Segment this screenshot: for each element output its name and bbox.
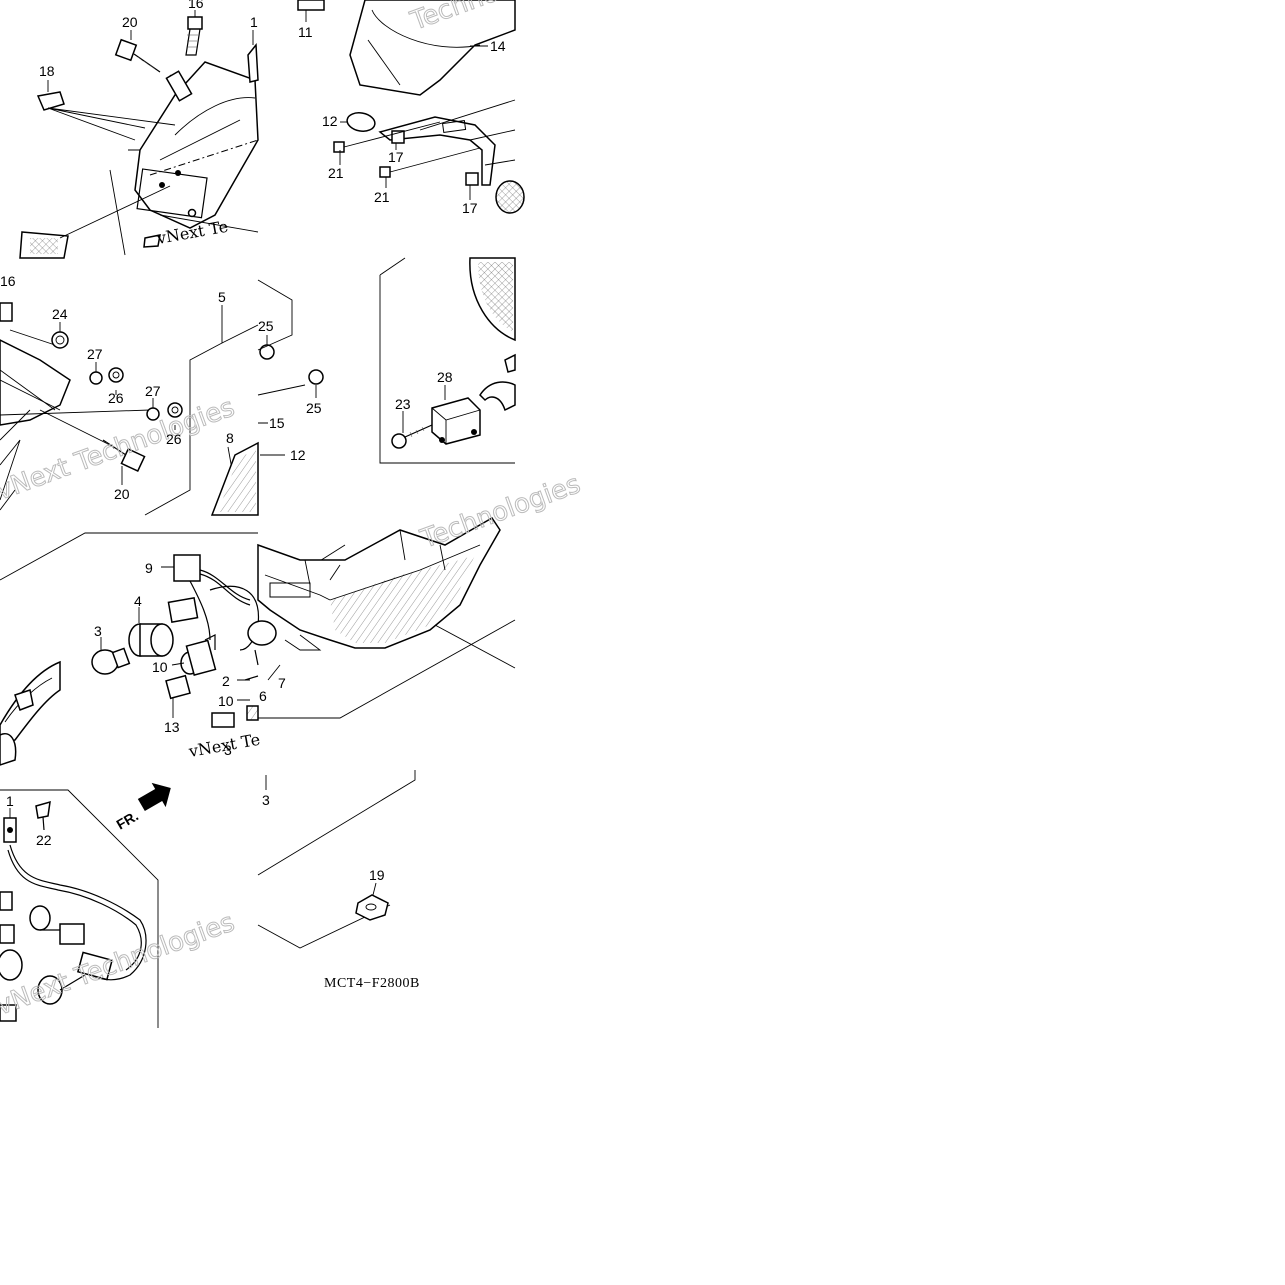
callout: 21 [374,189,390,205]
callout: 3 [94,623,102,639]
screw-part [185,16,203,56]
callout: 20 [122,14,138,30]
watermark: Technologies Technologies vNext Technolo… [0,0,585,1022]
socket-part [128,597,199,657]
callout: 2 [222,673,230,689]
callout: 3 [224,742,232,758]
callout: 4 [134,593,142,609]
tile-wire-harness [0,782,171,1028]
callout: 18 [39,63,55,79]
callout: 28 [437,369,453,385]
rear-cowl-part [134,61,259,229]
callout: 10 [152,659,168,675]
callout: 19 [369,867,385,883]
tile-tail-light [257,517,516,719]
tile-bulbs-sockets [0,532,281,766]
tile-tail-cowl [0,279,324,516]
callout: 16 [0,273,16,289]
callout: 5 [218,289,226,305]
callout: 7 [278,675,286,691]
callout: 11 [298,24,313,40]
screw-part [391,424,433,449]
screw-part [35,800,51,831]
callout: 17 [462,200,478,216]
callout: 1 [6,793,14,809]
callout: 20 [114,486,130,502]
callout: 17 [388,149,404,165]
callout: 27 [87,346,103,362]
svg-text:Technologies: Technologies [416,469,584,555]
direction-mark: FR. [114,807,142,832]
callout: 27 [145,383,161,399]
callout: 23 [395,396,411,412]
socket-part [180,634,217,676]
front-direction-arrow [137,782,171,812]
callout: 8 [226,430,234,446]
callout: 15 [269,415,285,431]
callout: 1 [250,14,258,30]
callout: 26 [108,390,124,406]
bolt-part [102,439,146,473]
license-bracket-part [378,116,496,186]
callout: 14 [490,38,506,54]
callout: 3 [262,792,270,808]
callout: 25 [306,400,322,416]
bolt-part [114,38,161,73]
clip-part [36,91,65,111]
callout: 22 [36,832,52,848]
tile-rear-cowl [19,10,259,259]
callout: 12 [322,113,338,129]
callout: 13 [164,719,180,735]
tile-license-light [379,257,516,464]
callout: 6 [259,688,267,704]
tile-clip [257,770,416,949]
callout: 24 [52,306,68,322]
callout: 26 [166,431,182,447]
bulb-part [91,647,131,675]
callout: 16 [188,0,204,11]
callout: 12 [290,447,306,463]
tile-fender-bracket [297,0,525,214]
license-light-part [431,397,481,445]
callout: 25 [258,318,274,334]
callout: 21 [328,165,344,181]
callout: 9 [145,560,153,576]
callout: 10 [218,693,234,709]
callout-labels: 20 16 1 18 11 14 12 17 21 21 17 16 24 5 … [0,0,506,991]
rear-fender-part [349,0,516,96]
clip-part [355,894,389,921]
diagram-code: MCT4−F2800B [324,976,420,991]
connector-part [173,554,251,641]
